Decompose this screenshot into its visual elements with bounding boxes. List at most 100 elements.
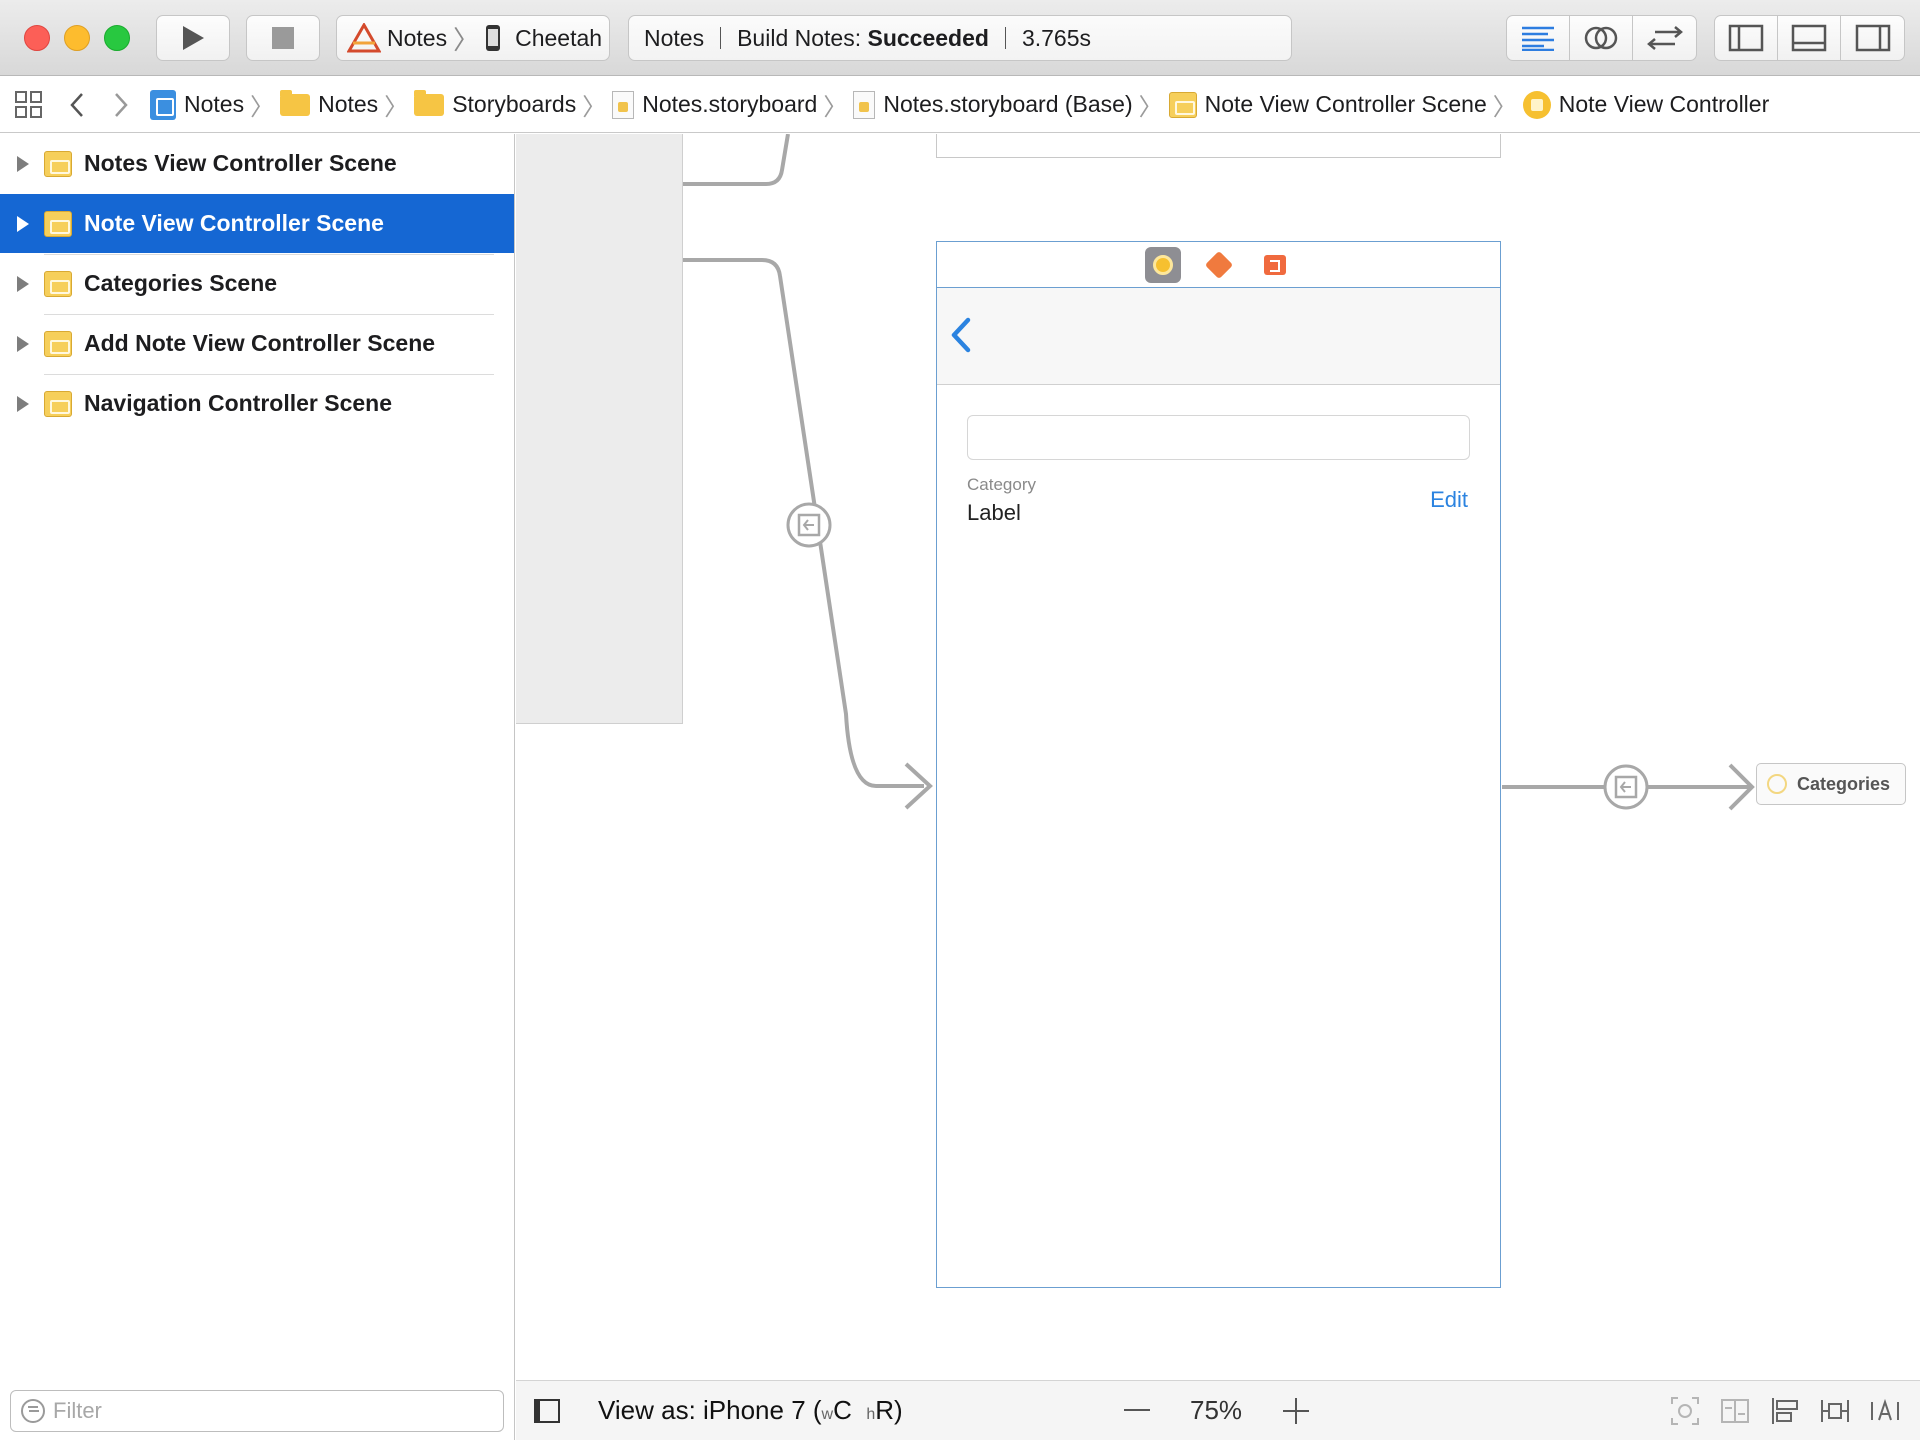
breadcrumb-label: Note View Controller — [1558, 91, 1770, 117]
first-responder-icon[interactable] — [1201, 247, 1237, 283]
activity-project: Notes — [644, 24, 705, 51]
edit-category-button[interactable]: Edit — [1430, 487, 1468, 512]
category-value-label: Label — [967, 500, 1021, 525]
close-window-button[interactable] — [24, 25, 50, 51]
outline-item-categories-scene[interactable]: Categories Scene — [0, 254, 514, 313]
minimize-window-button[interactable] — [64, 25, 90, 51]
outline-item-label: Categories Scene — [84, 270, 278, 296]
view-controller-icon[interactable] — [1144, 246, 1181, 283]
breadcrumb-label: Note View Controller Scene — [1204, 91, 1487, 117]
standard-editor-icon — [1522, 26, 1554, 51]
embed-in-stack-icon[interactable] — [1720, 1396, 1750, 1426]
back-chevron-icon[interactable] — [949, 316, 973, 354]
stop-icon — [272, 27, 294, 49]
filter-input[interactable] — [53, 1398, 473, 1424]
show-segue-icon[interactable] — [1603, 764, 1649, 810]
breadcrumb-project[interactable]: Notes — [150, 89, 244, 120]
assistant-editor-button[interactable] — [1570, 16, 1633, 60]
activity-divider — [1004, 27, 1006, 49]
segue-arrow-icon — [1728, 763, 1755, 811]
breadcrumb-label: Notes.storyboard — [642, 91, 818, 117]
align-icon[interactable] — [1770, 1396, 1800, 1426]
toggle-debug-area-button[interactable] — [1778, 16, 1841, 60]
disclosure-triangle-icon[interactable] — [17, 335, 29, 352]
disclosure-triangle-icon[interactable] — [17, 395, 29, 412]
chevron-right-icon: 〉 — [1492, 94, 1517, 121]
scene-icon — [44, 390, 72, 417]
breadcrumb-storyboard-base[interactable]: Notes.storyboard (Base) — [853, 90, 1133, 119]
zoom-out-button[interactable] — [1124, 1409, 1150, 1411]
back-arrow-icon[interactable] — [68, 92, 86, 118]
breadcrumb-label: Notes — [318, 91, 379, 117]
stop-button[interactable] — [246, 15, 320, 61]
disclosure-triangle-icon[interactable] — [17, 215, 29, 232]
outline-item-note-view-controller-scene[interactable]: Note View Controller Scene — [0, 194, 514, 253]
scheme-selector[interactable]: Notes 〉 Cheetah — [336, 15, 610, 61]
note-title-field[interactable] — [967, 415, 1470, 460]
standard-editor-button[interactable] — [1507, 16, 1570, 60]
storyboard-canvas[interactable]: Category Label Edit Categories — [516, 134, 1920, 1380]
outline-filter-field[interactable] — [10, 1390, 504, 1432]
zoom-level: 75% — [1190, 1395, 1243, 1425]
update-frames-icon[interactable] — [1670, 1396, 1700, 1426]
run-button[interactable] — [156, 15, 230, 61]
outline-separator — [44, 254, 494, 255]
related-items-icon[interactable] — [14, 90, 44, 120]
chevron-right-icon: 〉 — [384, 94, 409, 121]
forward-arrow-icon[interactable] — [112, 92, 130, 118]
breadcrumb-scene[interactable]: Note View Controller Scene — [1168, 91, 1487, 118]
toggle-outline-icon[interactable] — [534, 1399, 560, 1423]
folder-icon — [414, 89, 445, 116]
scene-icon — [44, 330, 72, 357]
breadcrumb-label: Notes.storyboard (Base) — [883, 91, 1133, 117]
scene-icon — [1168, 91, 1197, 118]
categories-scene-reference[interactable]: Categories — [1756, 763, 1906, 805]
chevron-right-icon: 〉 — [823, 94, 848, 121]
breadcrumb-storyboard-file[interactable]: Notes.storyboard — [612, 90, 818, 119]
project-icon — [150, 89, 176, 120]
outline-item-add-note-view-controller-scene[interactable]: Add Note View Controller Scene — [0, 314, 514, 373]
size-class-w: w — [821, 1406, 834, 1423]
breadcrumb-label: Storyboards — [452, 91, 577, 117]
iphone-icon — [486, 25, 501, 51]
outline-item-notes-view-controller-scene[interactable]: Notes View Controller Scene — [0, 134, 514, 193]
breadcrumb-group-notes[interactable]: Notes — [280, 89, 379, 118]
upper-scene-frame[interactable] — [936, 134, 1501, 158]
disclosure-triangle-icon[interactable] — [17, 275, 29, 292]
activity-viewer: Notes Build Notes: Succeeded 3.765s — [628, 15, 1292, 61]
view-controller-icon — [1522, 90, 1551, 119]
outline-item-label: Note View Controller Scene — [84, 210, 384, 236]
show-segue-icon[interactable] — [786, 502, 832, 548]
outline-item-navigation-controller-scene[interactable]: Navigation Controller Scene — [0, 374, 514, 433]
outline-item-label: Add Note View Controller Scene — [84, 330, 436, 356]
breadcrumb-view-controller[interactable]: Note View Controller — [1522, 90, 1770, 119]
disclosure-triangle-icon[interactable] — [17, 155, 29, 172]
view-toggle-segmented — [1714, 15, 1905, 61]
version-editor-button[interactable] — [1633, 16, 1696, 60]
zoom-in-button[interactable] — [1283, 1398, 1309, 1424]
note-view-controller-scene[interactable]: Category Label Edit — [936, 241, 1501, 1288]
play-icon — [183, 26, 204, 50]
previous-scene-view[interactable] — [516, 134, 683, 724]
activity-divider — [720, 27, 722, 49]
navigation-bar — [937, 288, 1500, 385]
view-as-device-button[interactable]: View as: iPhone 7 (wC hR) — [598, 1395, 903, 1426]
canvas-bottom-bar: View as: iPhone 7 (wC hR) 75% — [516, 1380, 1920, 1440]
add-constraints-icon[interactable] — [1820, 1396, 1850, 1426]
size-class-h: h — [866, 1406, 876, 1423]
toggle-navigator-button[interactable] — [1715, 16, 1778, 60]
outline-item-label: Navigation Controller Scene — [84, 390, 393, 416]
toggle-utilities-button[interactable] — [1841, 16, 1904, 60]
chevron-right-icon: 〉 — [250, 94, 275, 121]
chevron-right-icon: 〉 — [582, 94, 607, 121]
storyboard-file-icon — [612, 90, 635, 119]
exit-icon[interactable] — [1257, 247, 1293, 283]
outline-separator — [44, 314, 494, 315]
breadcrumb-group-storyboards[interactable]: Storyboards — [414, 89, 577, 118]
resolve-autolayout-icon[interactable] — [1870, 1396, 1900, 1426]
scene-icon — [44, 210, 72, 237]
zoom-window-button[interactable] — [104, 25, 130, 51]
activity-duration: 3.765s — [1021, 24, 1092, 51]
category-caption: Category — [967, 475, 1036, 494]
outline-separator — [44, 374, 494, 375]
